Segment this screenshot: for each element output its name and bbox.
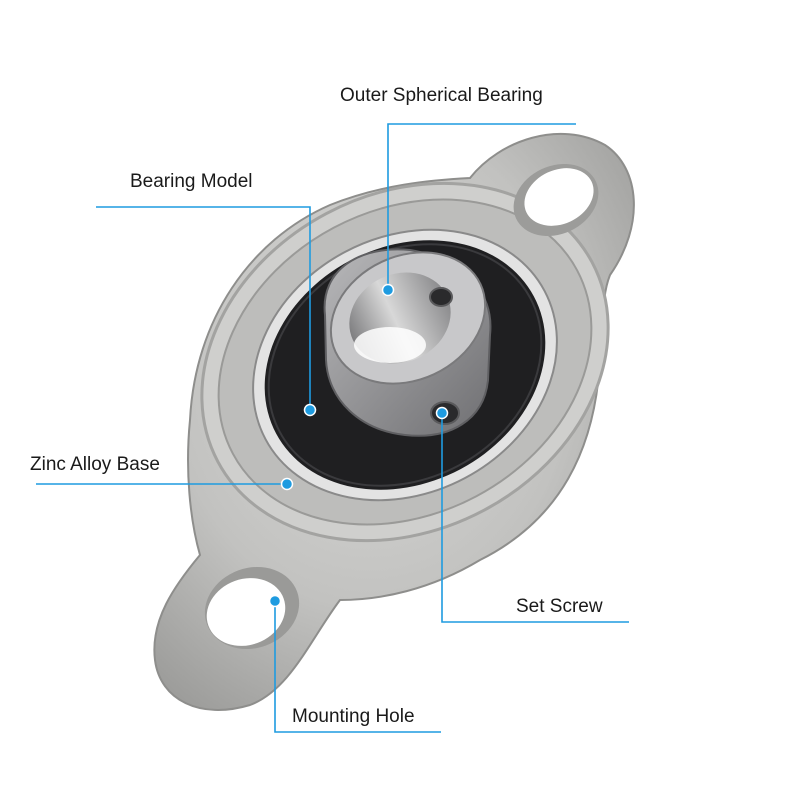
leader-outer-spherical-bearing: [387, 123, 576, 290]
callout-dots: [268, 283, 449, 608]
dot-bearing-model: [303, 403, 317, 417]
dot-zinc-alloy-base: [280, 477, 294, 491]
dot-set-screw: [435, 406, 449, 420]
dot-mounting-hole: [268, 594, 282, 608]
leader-mounting-hole: [274, 601, 441, 733]
leader-lines: [36, 123, 629, 733]
label-zinc-alloy-base: Zinc Alloy Base: [30, 454, 160, 475]
label-set-screw: Set Screw: [516, 596, 603, 617]
label-mounting-hole: Mounting Hole: [292, 706, 415, 727]
label-bearing-model: Bearing Model: [130, 171, 253, 192]
leader-bearing-model: [96, 206, 311, 410]
upper-mounting-hole: [513, 164, 599, 236]
label-outer-spherical-bearing: Outer Spherical Bearing: [340, 85, 543, 106]
leader-set-screw: [441, 413, 629, 623]
dot-outer-spherical-bearing: [381, 283, 395, 297]
